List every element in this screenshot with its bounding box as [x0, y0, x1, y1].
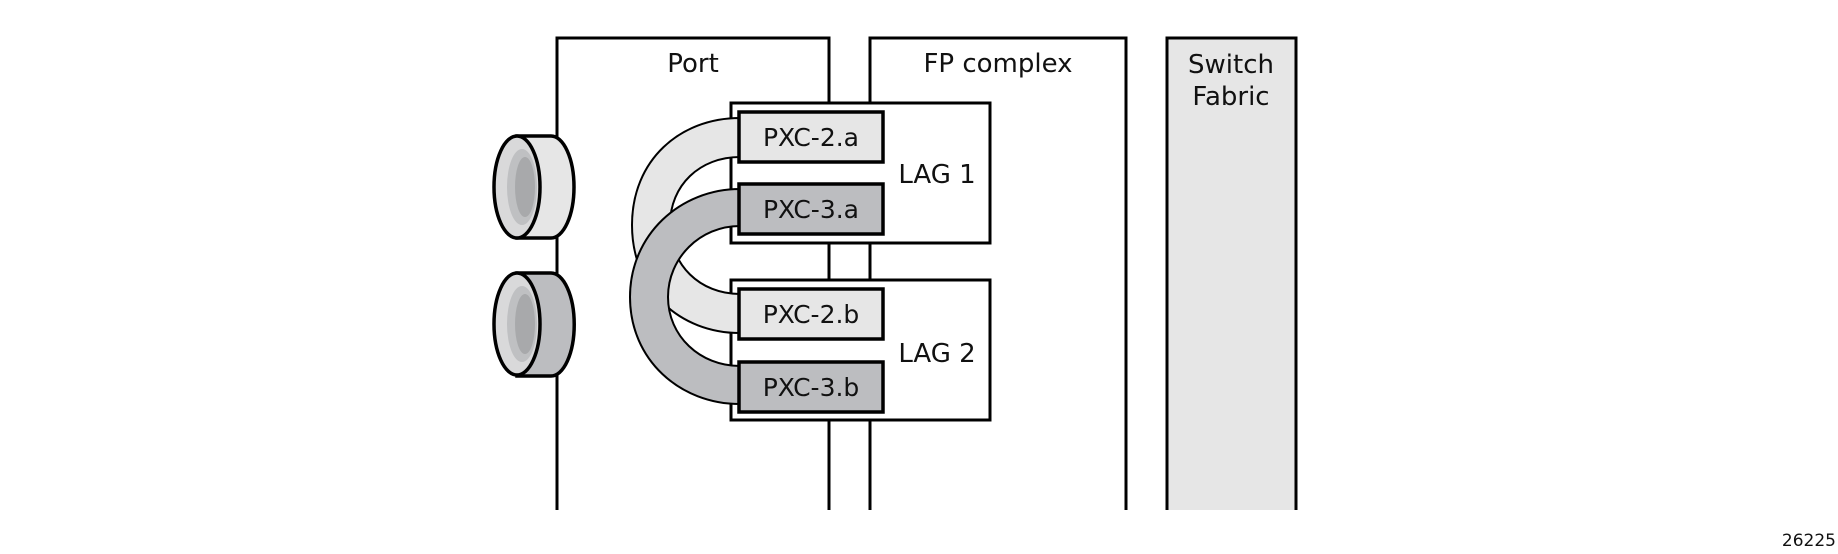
port-connector-2-icon	[492, 271, 576, 378]
figure-number: 26225	[1782, 531, 1836, 551]
pxc-3a-label: PXC-3.a	[763, 195, 859, 224]
pxc-2a-label: PXC-2.a	[763, 123, 859, 152]
pxc-2b-box: PXC-2.b	[737, 287, 885, 341]
switch-fabric-label-line1: Switch	[1188, 50, 1274, 80]
fp-complex-block: FP complex	[868, 36, 1128, 510]
switch-fabric-label-line2: Fabric	[1192, 82, 1269, 112]
pxc-3a-box: PXC-3.a	[737, 182, 885, 236]
port-label: Port	[667, 49, 719, 79]
port-connector-1-icon	[492, 134, 576, 240]
switch-fabric-block: Switch Fabric	[1165, 36, 1298, 510]
lag-1-label: LAG 1	[898, 160, 975, 190]
pxc-2b-label: PXC-2.b	[763, 300, 860, 329]
pxc-3b-label: PXC-3.b	[763, 373, 860, 402]
pxc-2a-box: PXC-2.a	[737, 110, 885, 164]
fp-complex-label: FP complex	[923, 49, 1072, 79]
lag-2-label: LAG 2	[898, 339, 975, 369]
pxc-3b-box: PXC-3.b	[737, 360, 885, 414]
